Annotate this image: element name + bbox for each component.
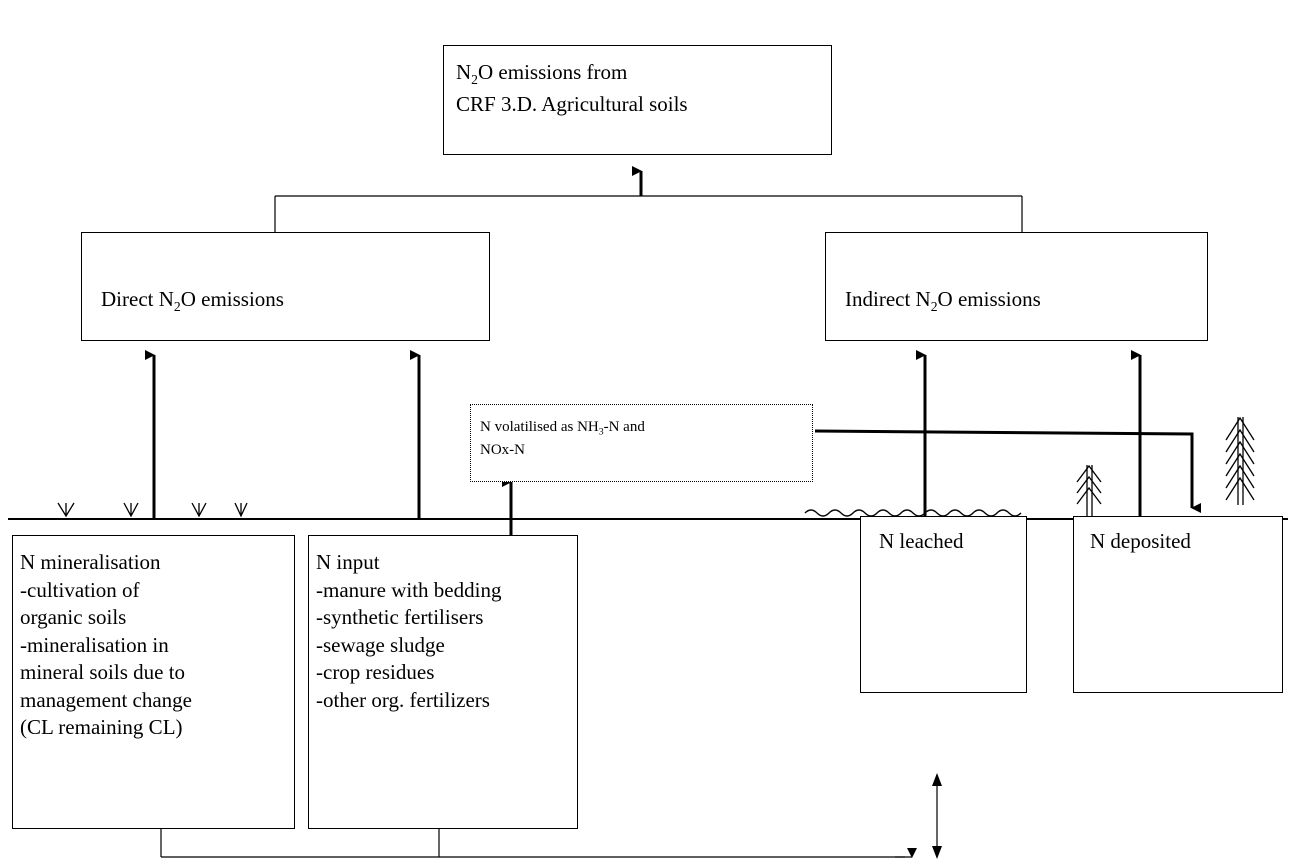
indirect-emissions-label: Indirect N2O emissions bbox=[845, 287, 1041, 314]
mineralisation-line: -mineralisation in bbox=[20, 632, 169, 657]
direct-emissions-box: Direct N2O emissions bbox=[81, 232, 490, 341]
tree-icon bbox=[1225, 416, 1255, 505]
total-emissions-box: N2O emissions from CRF 3.D. Agricultural… bbox=[443, 45, 832, 155]
top-bracket bbox=[274, 195, 1023, 232]
direct-emissions-label: Direct N2O emissions bbox=[101, 287, 284, 314]
n-input-text: N input -manure with bedding -synthetic … bbox=[316, 549, 501, 714]
mineralisation-line: mineral soils due to bbox=[20, 660, 186, 684]
bottom-bracket bbox=[160, 828, 905, 858]
total-emissions-label: N2O emissions from CRF 3.D. Agricultural… bbox=[456, 60, 688, 117]
volatilised-box: N volatilised as NH3-N and NOx-N bbox=[470, 404, 813, 482]
input-line: -synthetic fertilisers bbox=[316, 605, 484, 629]
grass-icon bbox=[57, 502, 248, 518]
mineralisation-line: management change bbox=[20, 687, 192, 712]
input-line: -manure with bedding bbox=[316, 577, 502, 602]
mineralisation-line: -cultivation of bbox=[20, 577, 140, 602]
tree-icon bbox=[1076, 464, 1102, 517]
mineralisation-line: N mineralisation bbox=[20, 550, 161, 574]
mineralisation-box: N mineralisation -cultivation of organic… bbox=[12, 535, 295, 829]
input-line: -other org. fertilizers bbox=[316, 687, 490, 712]
double-arrow-leached bbox=[932, 773, 942, 859]
input-line: N input bbox=[316, 550, 380, 574]
n-leached-label: N leached bbox=[879, 529, 964, 553]
water-waves-icon bbox=[804, 509, 1022, 517]
n-deposited-box: N deposited bbox=[1073, 516, 1283, 693]
n-input-box: N input -manure with bedding -synthetic … bbox=[308, 535, 578, 829]
arrow-volatilised-to-deposited bbox=[814, 429, 1201, 513]
mineralisation-line: (CL remaining CL) bbox=[20, 715, 183, 739]
n-deposited-label: N deposited bbox=[1090, 529, 1191, 553]
mineralisation-text: N mineralisation -cultivation of organic… bbox=[20, 549, 192, 742]
mineralisation-line: organic soils bbox=[20, 605, 127, 629]
input-line: -sewage sludge bbox=[316, 632, 445, 657]
volatilised-label: N volatilised as NH3-N and NOx-N bbox=[480, 419, 645, 459]
indirect-emissions-box: Indirect N2O emissions bbox=[825, 232, 1208, 341]
n-leached-box: N leached bbox=[860, 516, 1027, 693]
input-line: -crop residues bbox=[316, 660, 435, 684]
